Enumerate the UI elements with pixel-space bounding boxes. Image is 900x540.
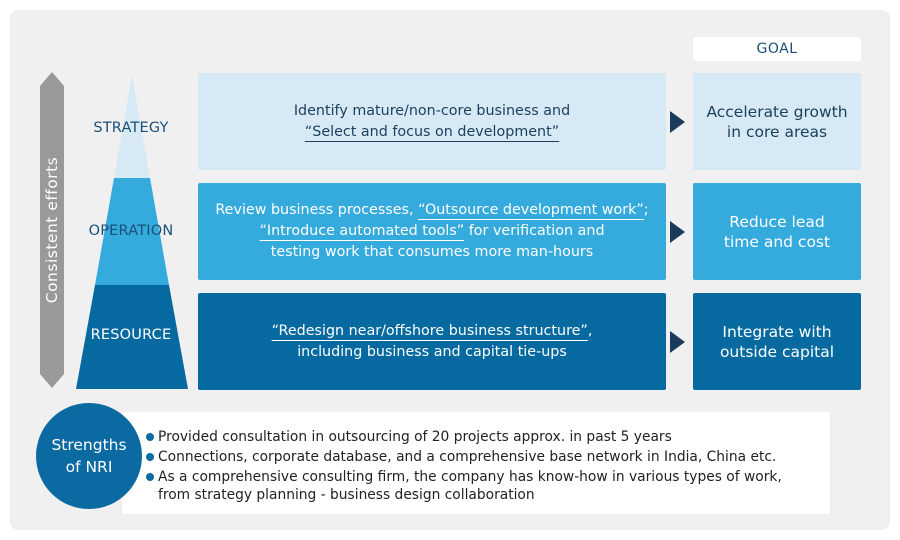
tier-label-strategy: STRATEGY — [93, 120, 169, 136]
resource-goal-line2: outside capital — [719, 342, 835, 361]
operation-goal-line1: Reduce lead — [729, 212, 825, 231]
strategy-goal-line2: in core areas — [726, 122, 828, 141]
resource-action-line1-end: , — [587, 322, 593, 339]
consistent-efforts-bar: Consistent efforts — [40, 72, 64, 388]
tier-label-resource: RESOURCE — [90, 327, 172, 343]
resource-goal-line1: Integrate with — [722, 322, 832, 341]
arrow-right-icon — [670, 221, 685, 243]
resource-action-box: “Redesign near/offshore business structu… — [198, 293, 666, 390]
arrow-right-icon — [670, 111, 685, 133]
operation-action-line1: Review business processes, — [215, 202, 419, 218]
strategy-action-line2: “Select and focus on development” — [304, 123, 560, 140]
operation-action-box: Review business processes, “Outsource de… — [198, 183, 666, 280]
strengths-badge: Strengths of NRI — [36, 403, 142, 509]
bullet-dot-icon — [146, 433, 154, 441]
strengths-title-line1: Strengths — [51, 436, 127, 454]
strengths-panel — [122, 412, 830, 514]
strategy-action-line1: Identify mature/non-core business and — [293, 102, 571, 119]
pyramid-tier-operation — [95, 178, 169, 285]
strategy-goal-line1: Accelerate growth — [706, 102, 848, 121]
goal-header: GOAL — [693, 37, 861, 61]
strengths-item: Provided consultation in outsourcing of … — [146, 428, 826, 446]
strengths-title-line2: of NRI — [65, 458, 113, 476]
pyramid — [76, 75, 188, 389]
strengths-item: Connections, corporate database, and a c… — [146, 448, 826, 466]
tier-label-operation: OPERATION — [88, 223, 174, 239]
strategy-action-box: Identify mature/non-core business and “S… — [198, 73, 666, 170]
pyramid-tier-resource — [76, 285, 188, 389]
strategy-goal-box: Accelerate growth in core areas — [693, 73, 861, 170]
operation-action-line2-underlined: “Introduce automated tools” — [259, 223, 465, 239]
strengths-item: As a comprehensive consulting firm, the … — [146, 468, 826, 486]
strengths-list: Provided consultation in outsourcing of … — [146, 428, 826, 506]
operation-action-line2: for verification and — [464, 223, 605, 239]
resource-action-line2: including business and capital tie-ups — [297, 343, 567, 360]
operation-action-line1-end: ; — [643, 202, 649, 218]
resource-goal-box: Integrate with outside capital — [693, 293, 861, 390]
resource-action-line1-underlined: “Redesign near/offshore business structu… — [271, 322, 588, 339]
strengths-item-continuation: from strategy planning - business design… — [158, 487, 535, 503]
pyramid-tier-strategy — [114, 75, 150, 178]
double-arrow-icon — [40, 72, 64, 388]
arrow-right-icon — [670, 331, 685, 353]
bullet-dot-icon — [146, 453, 154, 461]
bullet-dot-icon — [146, 473, 154, 481]
operation-goal-box: Reduce lead time and cost — [693, 183, 861, 280]
operation-action-line1-underlined: “Outsource development work” — [418, 202, 644, 218]
operation-action-line3: testing work that consumes more man-hour… — [270, 244, 594, 260]
operation-goal-line2: time and cost — [723, 232, 831, 251]
